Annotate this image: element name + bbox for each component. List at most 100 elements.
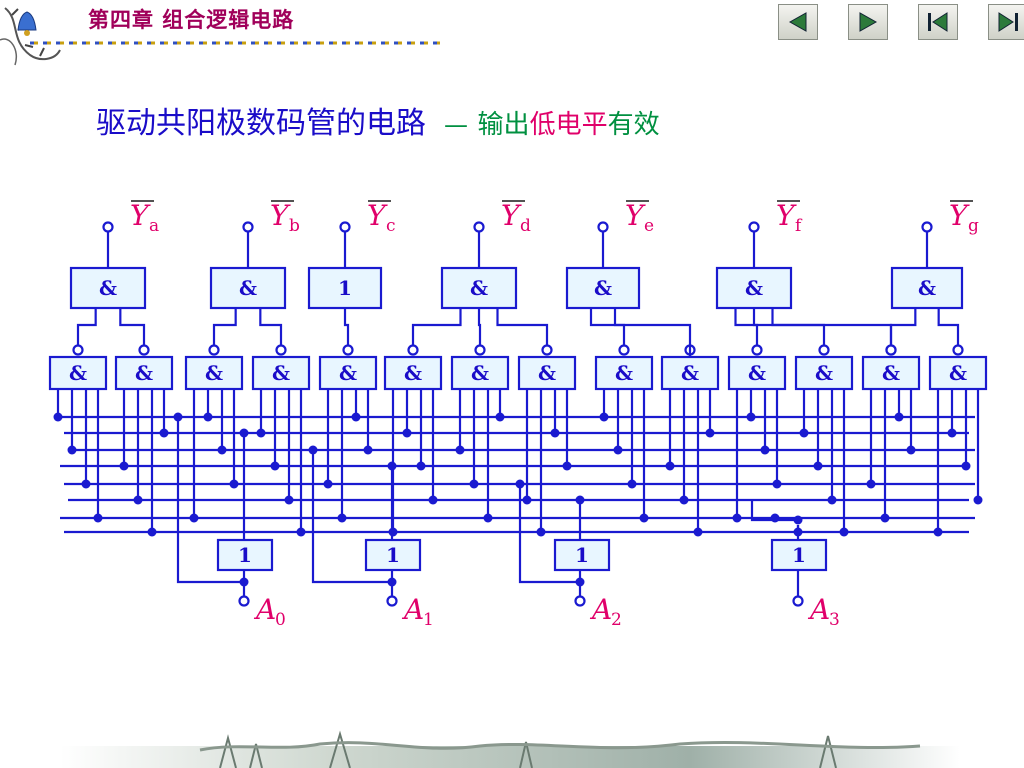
input-label-a1-letter: A xyxy=(401,593,424,626)
second-row-gate-10-label: & xyxy=(681,361,699,385)
title-part-low-level: 低电平 xyxy=(529,110,608,140)
terminal xyxy=(102,221,114,233)
top-gate-g-label: & xyxy=(918,276,936,300)
second-row-gate-5-label: & xyxy=(339,361,357,385)
junction-dot xyxy=(522,495,532,505)
gate-link xyxy=(119,308,146,345)
input-label-a1-subscript: 1 xyxy=(423,610,434,630)
top-gate-f: & xyxy=(715,266,793,310)
terminal xyxy=(342,344,354,356)
junction-dot xyxy=(947,428,957,438)
second-row-gate-2-body xyxy=(114,355,174,391)
junction-dot xyxy=(351,412,361,422)
title-part-valid: 有效 xyxy=(607,110,660,140)
junction-dot xyxy=(387,577,397,587)
gate-link xyxy=(496,308,549,345)
junction-dot xyxy=(760,445,770,455)
inverter-gate-3-label: 1 xyxy=(792,543,806,567)
junction-dot xyxy=(284,495,294,505)
junction-dot xyxy=(705,428,715,438)
junction-dot xyxy=(455,445,465,455)
skip-last-icon xyxy=(998,12,1018,32)
top-gate-d-label: & xyxy=(470,276,488,300)
terminal xyxy=(238,595,250,607)
top-gate-a-label: & xyxy=(99,276,117,300)
junction-dot xyxy=(772,479,782,489)
second-row-gate-8-body xyxy=(517,355,577,391)
input-label-a2: A2 xyxy=(589,593,622,630)
top-gate-b-label: & xyxy=(239,276,257,300)
second-row-gate-7-label: & xyxy=(471,361,489,385)
inverter-gate-1-body xyxy=(364,538,422,572)
skip-first-icon xyxy=(928,12,948,32)
gate-link xyxy=(734,308,759,345)
output-label-yb-letter: Y xyxy=(270,199,291,232)
terminal xyxy=(474,344,486,356)
junction-dot xyxy=(256,428,266,438)
first-button[interactable] xyxy=(918,4,958,40)
junction-dot xyxy=(515,479,525,489)
junction-dot xyxy=(536,527,546,537)
title-dash: — xyxy=(444,111,468,139)
junction-dot xyxy=(239,428,249,438)
gate-link xyxy=(889,308,917,345)
top-gate-a: & xyxy=(69,266,147,310)
junction-dot xyxy=(159,428,169,438)
inverter-gate-0-label: 1 xyxy=(238,543,252,567)
junction-dot xyxy=(387,461,397,471)
junction-dot xyxy=(229,479,239,489)
junction-dot xyxy=(961,461,971,471)
terminal xyxy=(618,344,630,356)
junction-dot xyxy=(880,513,890,523)
inverter-gate-0-body xyxy=(216,538,274,572)
junction-dot xyxy=(693,527,703,537)
terminal xyxy=(574,595,586,607)
junction-dot xyxy=(469,479,479,489)
second-row-gate-5: & xyxy=(318,355,378,391)
second-row-gate-14-label: & xyxy=(949,361,967,385)
output-label-ye-subscript: e xyxy=(644,216,654,236)
second-row-gate-3-label: & xyxy=(205,361,223,385)
second-row-gate-7: & xyxy=(450,355,510,391)
junction-dot xyxy=(562,461,572,471)
second-row-gate-13-label: & xyxy=(882,361,900,385)
junction-dot xyxy=(483,513,493,523)
next-button[interactable] xyxy=(848,4,888,40)
second-row-gate-13: & xyxy=(861,355,921,391)
input-label-a0-subscript: 0 xyxy=(275,610,286,630)
junction-dot xyxy=(839,527,849,537)
top-gate-g: & xyxy=(890,266,964,310)
junction-dot xyxy=(793,515,803,525)
junction-dot xyxy=(639,513,649,523)
terminal xyxy=(597,221,609,233)
junction-dot xyxy=(799,428,809,438)
title-part-output: 输出 xyxy=(477,110,530,140)
inverter-gate-3: 1 xyxy=(770,538,828,572)
slide-navigation xyxy=(778,4,1024,40)
junction-dot xyxy=(732,513,742,523)
second-row-gate-1-label: & xyxy=(69,361,87,385)
triangle-right-icon xyxy=(859,12,878,32)
chapter-title: 第四章 组合逻辑电路 xyxy=(88,7,295,32)
junction-dot xyxy=(296,527,306,537)
junction-dot xyxy=(679,495,689,505)
inverter-gate-2: 1 xyxy=(553,538,611,572)
second-row-gate-3-body xyxy=(184,355,244,391)
top-gate-e: & xyxy=(565,266,641,310)
second-row-gate-12: & xyxy=(794,355,854,391)
top-gate-b: & xyxy=(209,266,287,310)
junction-dot xyxy=(388,527,398,537)
second-row-gate-11-label: & xyxy=(748,361,766,385)
second-row-gate-11: & xyxy=(727,355,787,391)
gate-link xyxy=(343,308,350,345)
input-label-a3-letter: A xyxy=(807,593,830,626)
input-a2-true-wire xyxy=(518,484,580,584)
junction-dot xyxy=(550,428,560,438)
prev-button[interactable] xyxy=(778,4,818,40)
input-label-a3: A3 xyxy=(807,593,840,630)
last-button[interactable] xyxy=(988,4,1024,40)
output-label-yd-subscript: d xyxy=(520,216,531,236)
second-row-gate-1-body xyxy=(48,355,108,391)
input-label-a1: A1 xyxy=(401,593,434,630)
